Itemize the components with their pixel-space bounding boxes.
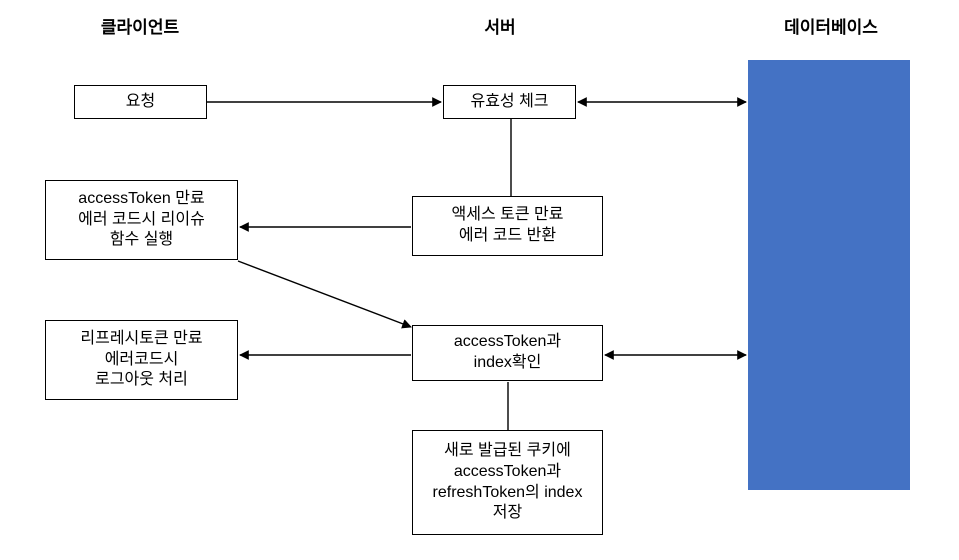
node-access-token-expired-error-return: 액세스 토큰 만료 에러 코드 반환	[412, 196, 603, 256]
edge-client-reissue-to-index-check	[237, 260, 412, 329]
node-request: 요청	[74, 85, 207, 119]
node-refresh-token-expired-logout: 리프레시토큰 만료 에러코드시 로그아웃 처리	[45, 320, 238, 400]
database-block	[748, 60, 910, 490]
node-validity-check: 유효성 체크	[443, 85, 576, 119]
node-store-new-cookie-tokens: 새로 발급된 쿠키에 accessToken과 refreshToken의 in…	[412, 430, 603, 535]
column-header-server: 서버	[484, 18, 516, 37]
node-access-token-index-check: accessToken과 index확인	[412, 325, 603, 381]
node-access-token-expired-reissue: accessToken 만료 에러 코드시 리이슈 함수 실행	[45, 180, 238, 260]
column-header-database: 데이터베이스	[784, 18, 878, 37]
column-header-client: 클라이언트	[100, 18, 180, 37]
